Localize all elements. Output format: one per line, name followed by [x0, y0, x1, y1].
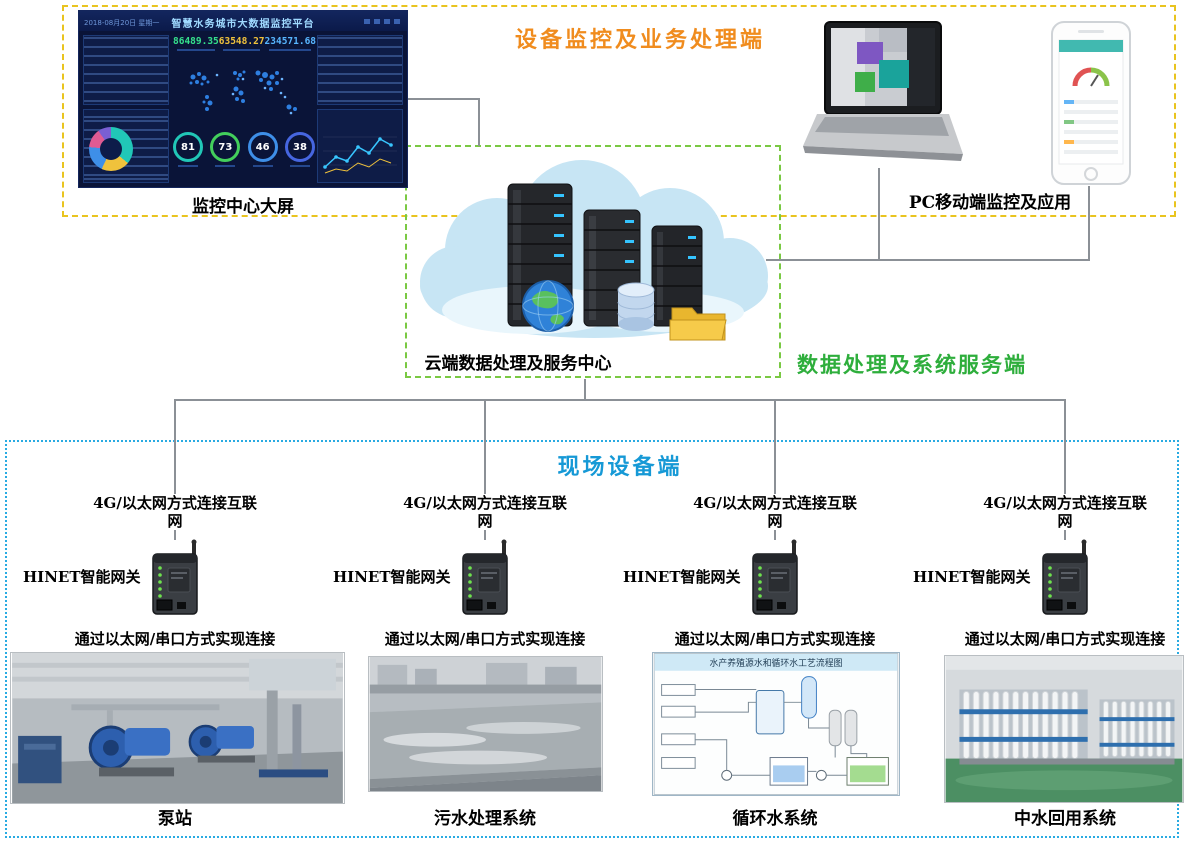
- ring-value-3: 46: [247, 132, 278, 162]
- connector-branch-4: [1064, 399, 1066, 540]
- uplink-label-3: 4G/以太网方式连接互联网: [690, 494, 860, 530]
- connector-branch-3: [774, 399, 776, 540]
- connector-laptop-drop: [878, 168, 880, 261]
- stat-value-2: 63548.27: [218, 36, 265, 47]
- downlink-label-4: 通过以太网/串口方式实现连接: [964, 630, 1166, 648]
- world-map-dots: [173, 63, 315, 127]
- connector-trunk: [174, 399, 1066, 401]
- dashboard-left-panel: [83, 35, 169, 105]
- dashboard-right-panel: [317, 35, 403, 105]
- dashboard-trend-panel: [317, 109, 403, 183]
- site-photo-sewage-plant: [368, 656, 603, 792]
- laptop-image: [795, 20, 965, 172]
- dashboard-rings: 81 73 46 38: [173, 132, 315, 182]
- uplink-label-2: 4G/以太网方式连接互联网: [400, 494, 570, 530]
- site-photo-pump-station: [10, 652, 345, 804]
- dashboard-caption: 监控中心大屏: [192, 197, 294, 217]
- zone-field-title: 现场设备端: [557, 454, 683, 480]
- gateway-label-1: HINET智能网关: [23, 568, 141, 586]
- zone-monitor-title: 设备监控及业务处理端: [515, 27, 766, 53]
- dashboard-stats: 86489.35 63548.27 234571.68: [173, 36, 316, 60]
- cloud-caption: 云端数据处理及服务中心: [424, 354, 612, 374]
- connector-phone-drop: [1088, 186, 1090, 261]
- stat-value-3: 234571.68: [264, 36, 317, 47]
- stat-block: 234571.68: [265, 36, 316, 60]
- dashboard-header: 2018-08月20日 星期一 智慧水务城市大数据监控平台: [79, 11, 407, 31]
- uplink-label-4: 4G/以太网方式连接互联网: [980, 494, 1150, 530]
- trend-line-chart: [321, 123, 399, 179]
- site-name-1: 泵站: [158, 809, 192, 829]
- site-name-2: 污水处理系统: [434, 809, 536, 829]
- ring-stat: 46: [247, 132, 278, 182]
- ring-value-2: 73: [210, 132, 241, 162]
- ring-value-1: 81: [173, 132, 203, 162]
- zone-cloud-title: 数据处理及系统服务端: [797, 352, 1027, 377]
- dashboard-title: 智慧水务城市大数据监控平台: [171, 19, 315, 30]
- site-name-3: 循环水系统: [732, 809, 818, 829]
- cloud-servers-image: [412, 158, 776, 348]
- site-photo-circulating-water-diagram: 水产养殖源水和循环水工艺流程图: [652, 652, 900, 796]
- connector-dashboard-to-cloud-h: [408, 98, 480, 100]
- stat-block: 63548.27: [219, 36, 265, 60]
- downlink-label-1: 通过以太网/串口方式实现连接: [74, 630, 276, 648]
- gateway-label-4: HINET智能网关: [913, 568, 1031, 586]
- stat-block: 86489.35: [173, 36, 219, 60]
- diagram-title-text: 水产养殖源水和循环水工艺流程图: [710, 657, 843, 669]
- gateway-device-1: [143, 538, 207, 618]
- gateway-label-3: HINET智能网关: [623, 568, 741, 586]
- uplink-label-1: 4G/以太网方式连接互联网: [90, 494, 260, 530]
- gateway-device-2: [453, 538, 517, 618]
- ring-stat: 81: [173, 132, 203, 182]
- site-name-4: 中水回用系统: [1014, 809, 1116, 829]
- monitor-dashboard: 2018-08月20日 星期一 智慧水务城市大数据监控平台 86489.35 6…: [78, 10, 408, 188]
- connector-branch-2: [484, 399, 486, 540]
- gateway-device-3: [743, 538, 807, 618]
- pc-mobile-caption: PC移动端监控及应用: [908, 193, 1072, 213]
- phone-image: [1048, 20, 1134, 188]
- gateway-device-4: [1033, 538, 1097, 618]
- downlink-label-2: 通过以太网/串口方式实现连接: [384, 630, 586, 648]
- site-photo-membrane-system: [944, 655, 1184, 803]
- connector-branch-1: [174, 399, 176, 540]
- downlink-label-3: 通过以太网/串口方式实现连接: [674, 630, 876, 648]
- ring-stat: 73: [210, 132, 241, 182]
- dashboard-header-icons: [364, 19, 402, 24]
- donut-chart: [89, 127, 133, 171]
- stat-value-1: 86489.35: [173, 36, 219, 47]
- gateway-label-2: HINET智能网关: [333, 568, 451, 586]
- dashboard-date: 2018-08月20日 星期一: [84, 19, 160, 27]
- connector-cloud-to-clients: [766, 259, 1090, 261]
- connector-cloud-down: [584, 379, 586, 401]
- connector-dashboard-to-cloud-v: [478, 98, 480, 146]
- ring-value-4: 38: [284, 132, 315, 162]
- ring-stat: 38: [284, 132, 315, 182]
